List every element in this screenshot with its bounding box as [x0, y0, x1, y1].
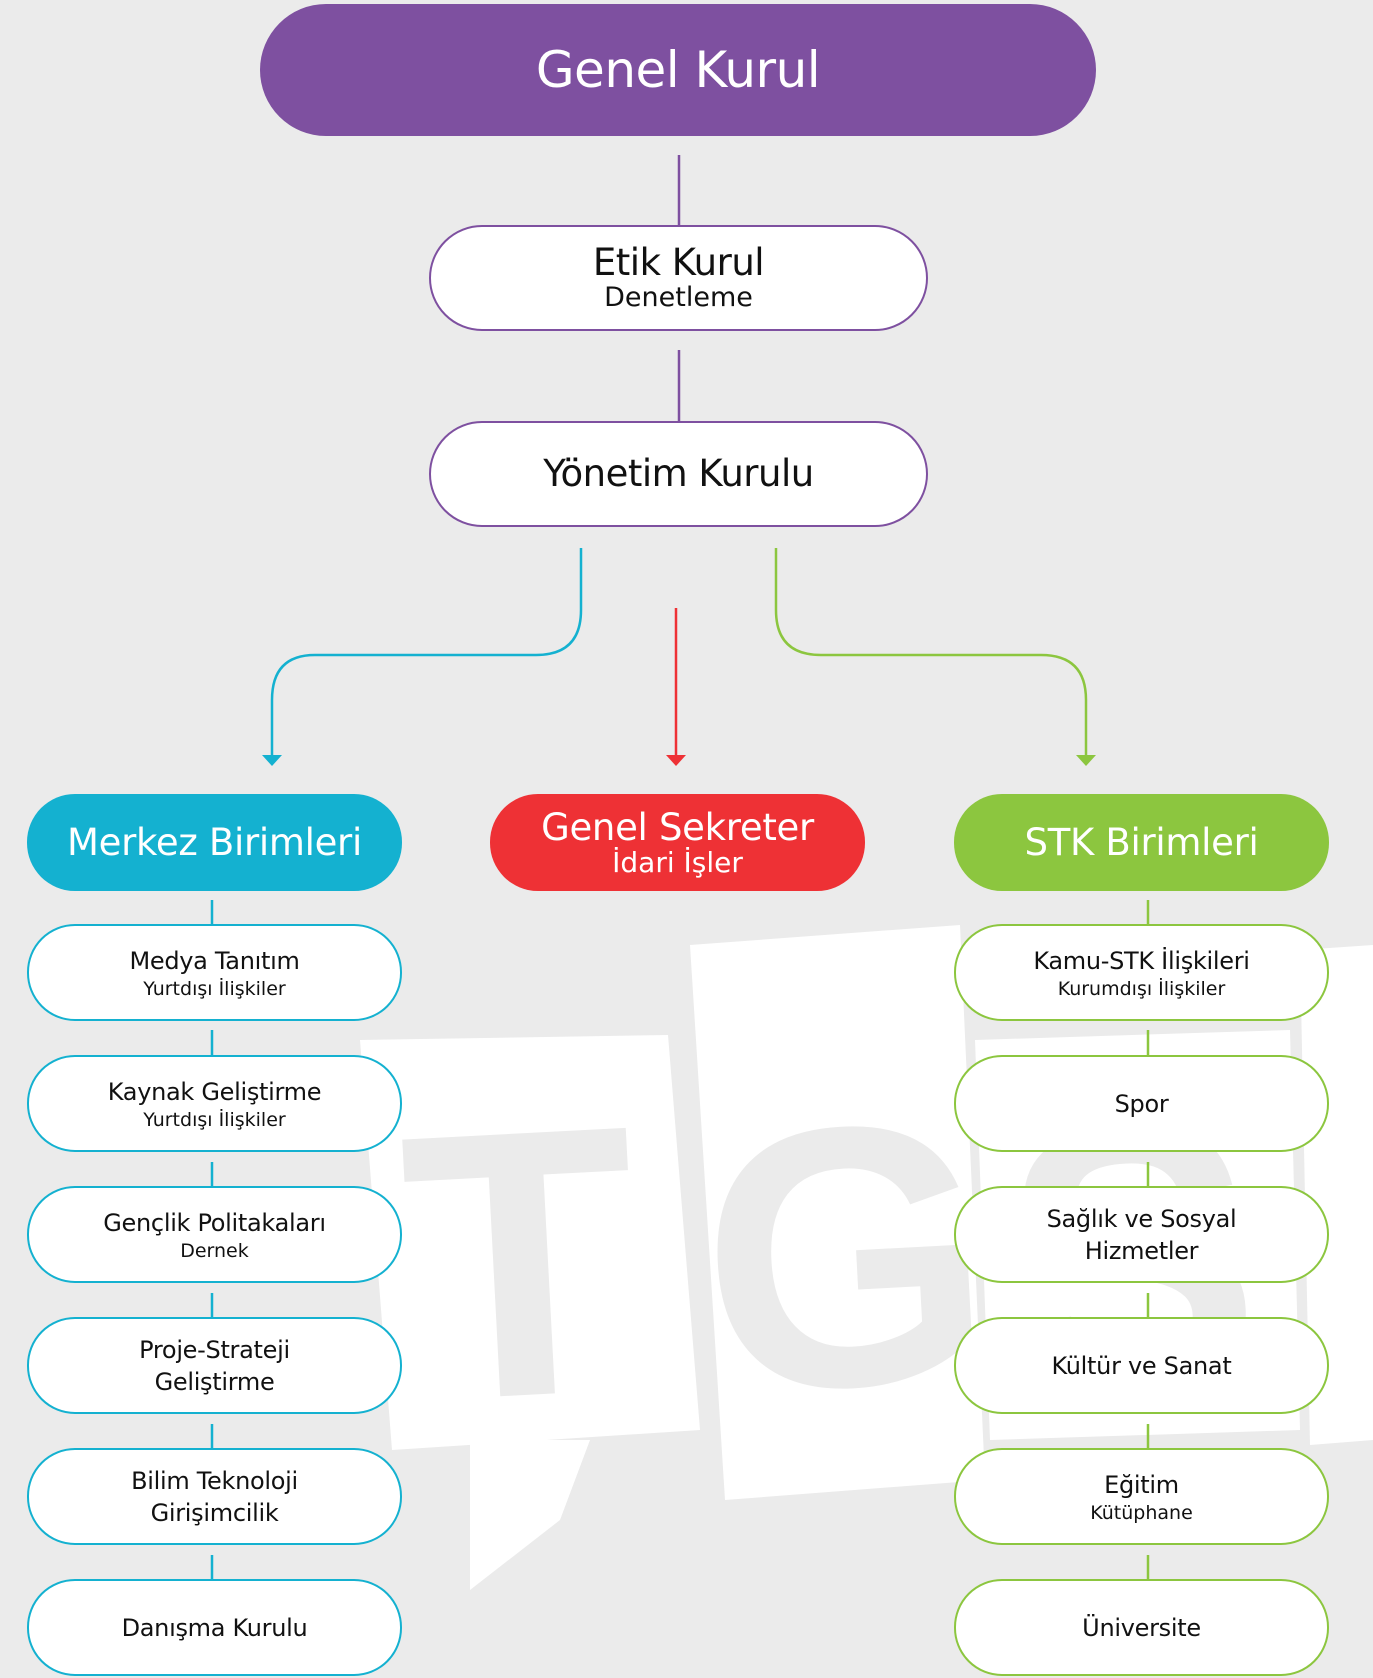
merkez-unit-genclik-politikalari: Gençlik Politakaları Dernek [27, 1186, 402, 1283]
unit-title: Proje-Strateji [139, 1335, 290, 1364]
arrow-to-stk [774, 548, 1088, 755]
merkez-unit-proje-strateji: Proje-Strateji Geliştirme [27, 1317, 402, 1414]
watermark-speech-tail [470, 1440, 590, 1590]
merkez-unit-kaynak-gelistirme: Kaynak Geliştirme Yurtdışı İlişkiler [27, 1055, 402, 1152]
merkez-unit-danisma-kurulu: Danışma Kurulu [27, 1579, 402, 1676]
unit-title: Kaynak Geliştirme [107, 1077, 322, 1106]
genel-kurul-box: Genel Kurul [260, 4, 1096, 136]
merkez-birimleri-title: Merkez Birimleri [67, 820, 362, 864]
unit-subtitle: Yurtdışı İlişkiler [143, 1108, 286, 1131]
stk-unit-egitim: Eğitim Kütüphane [954, 1448, 1329, 1545]
unit-title: Danışma Kurulu [121, 1613, 308, 1642]
unit-title: Spor [1114, 1089, 1169, 1118]
unit-title: Kamu-STK İlişkileri [1033, 946, 1250, 975]
stk-unit-universite: Üniversite [954, 1579, 1329, 1676]
unit-title: Gençlik Politakaları [103, 1208, 326, 1237]
watermark-panel-g [690, 925, 985, 1500]
unit-subtitle: Dernek [180, 1239, 249, 1262]
merkez-unit-medya-tanitim: Medya Tanıtım Yurtdışı İlişkiler [27, 924, 402, 1021]
genel-sekreter-subtitle: İdari İşler [612, 845, 743, 879]
unit-title: Eğitim [1104, 1470, 1179, 1499]
yonetim-kurulu-box: Yönetim Kurulu [429, 421, 928, 527]
unit-title: Medya Tanıtım [129, 946, 300, 975]
unit-subtitle: Yurtdışı İlişkiler [143, 977, 286, 1000]
unit-title-line2: Girişimcilik [150, 1498, 279, 1527]
arrow-to-merkez [270, 548, 583, 755]
merkez-birimleri-box: Merkez Birimleri [27, 794, 402, 891]
merkez-unit-bilim-teknoloji: Bilim Teknoloji Girişimcilik [27, 1448, 402, 1545]
stk-unit-saglik-sosyal: Sağlık ve Sosyal Hizmetler [954, 1186, 1329, 1283]
etik-kurul-box: Etik Kurul Denetleme [429, 225, 928, 331]
etik-kurul-title: Etik Kurul [592, 241, 765, 284]
watermark-panel-t [360, 1035, 700, 1450]
unit-title: Sağlık ve Sosyal [1046, 1204, 1237, 1233]
unit-subtitle: Kurumdışı İlişkiler [1057, 977, 1226, 1000]
arrow-head-genel-sekreter [666, 755, 686, 766]
yonetim-kurulu-label: Yönetim Kurulu [543, 452, 814, 495]
genel-kurul-label: Genel Kurul [535, 41, 821, 99]
arrow-head-merkez [262, 755, 282, 766]
unit-title: Kültür ve Sanat [1051, 1351, 1232, 1380]
etik-kurul-subtitle: Denetleme [604, 282, 753, 313]
genel-sekreter-title: Genel Sekreter [541, 805, 814, 849]
watermark-letter-t: T [394, 1045, 648, 1482]
stk-unit-kultur-sanat: Kültür ve Sanat [954, 1317, 1329, 1414]
watermark-letter-g: G [692, 1044, 1001, 1471]
unit-title-line2: Geliştirme [154, 1367, 275, 1396]
unit-subtitle: Kütüphane [1090, 1501, 1193, 1524]
stk-birimleri-box: STK Birimleri [954, 794, 1329, 891]
stk-unit-spor: Spor [954, 1055, 1329, 1152]
stk-birimleri-title: STK Birimleri [1024, 820, 1259, 864]
unit-title: Üniversite [1082, 1613, 1201, 1642]
stk-unit-kamu-stk: Kamu-STK İlişkileri Kurumdışı İlişkiler [954, 924, 1329, 1021]
unit-title-line2: Hizmetler [1084, 1236, 1199, 1265]
unit-title: Bilim Teknoloji [131, 1466, 298, 1495]
watermark-panel-f [1300, 945, 1373, 1445]
arrow-head-stk [1076, 755, 1096, 766]
genel-sekreter-box: Genel Sekreter İdari İşler [490, 794, 865, 891]
